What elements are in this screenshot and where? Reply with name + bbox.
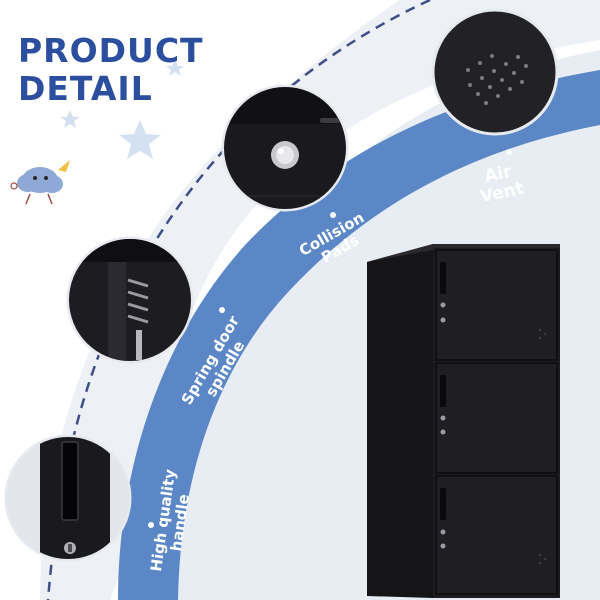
band-bullets (148, 149, 512, 528)
handle-detail-image (4, 434, 132, 562)
vent-holes-icon (466, 54, 528, 105)
cabinet-locks (440, 302, 446, 549)
blue-band (118, 70, 600, 600)
cabinet-handles (440, 262, 446, 520)
page-title-line-2: DETAIL (18, 69, 153, 108)
recessed-handle-icon (61, 441, 79, 521)
decorative-stars (60, 60, 184, 159)
page-title-line-1: PRODUCT (18, 31, 204, 70)
spring-coil-icon (127, 278, 149, 324)
spring-spindle-detail-image (66, 236, 194, 364)
cabinet-vents (538, 328, 547, 565)
air-vent-detail-image (431, 8, 559, 136)
cabinet-product-image (367, 244, 560, 598)
cloud-mascot-icon (10, 160, 70, 205)
